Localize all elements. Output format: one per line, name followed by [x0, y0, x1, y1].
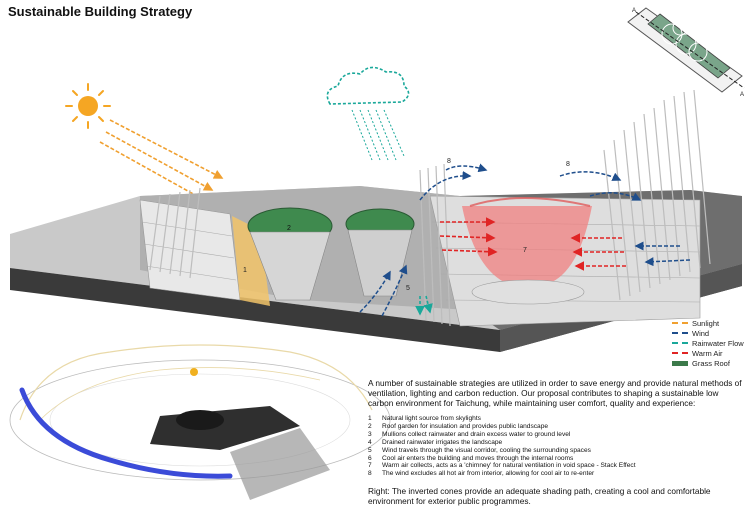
rain-lines — [351, 109, 405, 161]
site-section-label-a: A — [632, 8, 636, 14]
legend-item: Grass Roof — [672, 358, 744, 368]
step-text: Mullions collect rainwater and drain exc… — [382, 430, 571, 438]
strategy-list: 1 Natural light source from skylights 2 Roo… — [368, 415, 746, 478]
step-text: Wind travels through the visual corridor… — [382, 446, 591, 454]
list-item: 4 Drained rainwater irrigates the landsca… — [368, 439, 746, 447]
list-item: 2 Roof garden for insulation and provides… — [368, 423, 746, 431]
list-item: 6 Cool air enters the building and moves … — [368, 455, 746, 463]
wind-arrows — [359, 163, 691, 317]
label-7: 7 — [523, 247, 527, 254]
legend-swatch — [672, 352, 688, 354]
sunlight-arrows — [99, 119, 224, 201]
cloud-icon — [326, 66, 410, 105]
legend-label: Rainwater Flow — [692, 338, 744, 348]
legend-item: Wind — [672, 328, 744, 338]
step-text: Roof garden for insulation and provides … — [382, 422, 549, 430]
step-text: The wind excludes all hot air from inter… — [382, 470, 595, 478]
label-1: 1 — [243, 267, 247, 274]
warm-air-arrows — [439, 217, 626, 271]
legend-swatch — [672, 360, 688, 366]
legend-item: Warm Air — [672, 348, 744, 358]
legend-swatch — [672, 322, 688, 324]
site-key-plan: A A — [627, 7, 745, 98]
list-item: 3 Mullions collect rainwater and drain ex… — [368, 431, 746, 439]
step-number: 5 — [368, 446, 372, 454]
description-panel: A number of sustainable strategies are u… — [368, 378, 746, 506]
footer-note: Right: The inverted cones provide an ade… — [368, 486, 711, 507]
list-item: 1 Natural light source from skylights — [368, 415, 746, 423]
list-item: 7 Warm air collects, acts as a 'chimney' … — [368, 462, 746, 470]
label-8-left: 8 — [447, 158, 451, 165]
legend-swatch — [672, 342, 688, 344]
label-5: 5 — [406, 285, 410, 292]
step-text: Cool air enters the building and moves t… — [382, 454, 574, 462]
step-number: 6 — [368, 454, 372, 462]
legend-item: Sunlight — [672, 318, 744, 328]
rainwater-flow-arrows — [415, 295, 433, 316]
step-number: 2 — [368, 422, 372, 430]
site-section-label-b: A — [740, 92, 744, 98]
step-text: Natural light source from skylights — [382, 415, 481, 422]
page-title: Sustainable Building Strategy — [8, 4, 193, 19]
legend-label: Wind — [692, 328, 710, 338]
list-item: 5 Wind travels through the visual corrido… — [368, 447, 746, 455]
list-item: 8 The wind excludes all hot air from inte… — [368, 470, 746, 478]
step-number: 8 — [368, 470, 372, 478]
legend-label: Grass Roof — [692, 358, 730, 368]
sun-path-diagram — [9, 344, 391, 500]
step-number: 7 — [368, 462, 372, 470]
sun-icon — [65, 83, 111, 129]
step-number: 4 — [368, 438, 372, 446]
step-number: 3 — [368, 430, 372, 438]
step-text: Warm air collects, acts as a 'chimney' f… — [382, 462, 636, 470]
building-model — [10, 89, 742, 352]
legend-label: Warm Air — [692, 348, 723, 358]
legend-swatch — [672, 332, 688, 334]
legend-label: Sunlight — [692, 318, 720, 328]
legend-item: Rainwater Flow — [672, 338, 744, 348]
label-8-right: 8 — [566, 161, 570, 168]
label-2: 2 — [287, 225, 291, 232]
step-number: 1 — [368, 415, 372, 422]
step-text: Drained rainwater irrigates the landscap… — [382, 438, 503, 446]
intro-text: A number of sustainable strategies are u… — [368, 378, 742, 408]
